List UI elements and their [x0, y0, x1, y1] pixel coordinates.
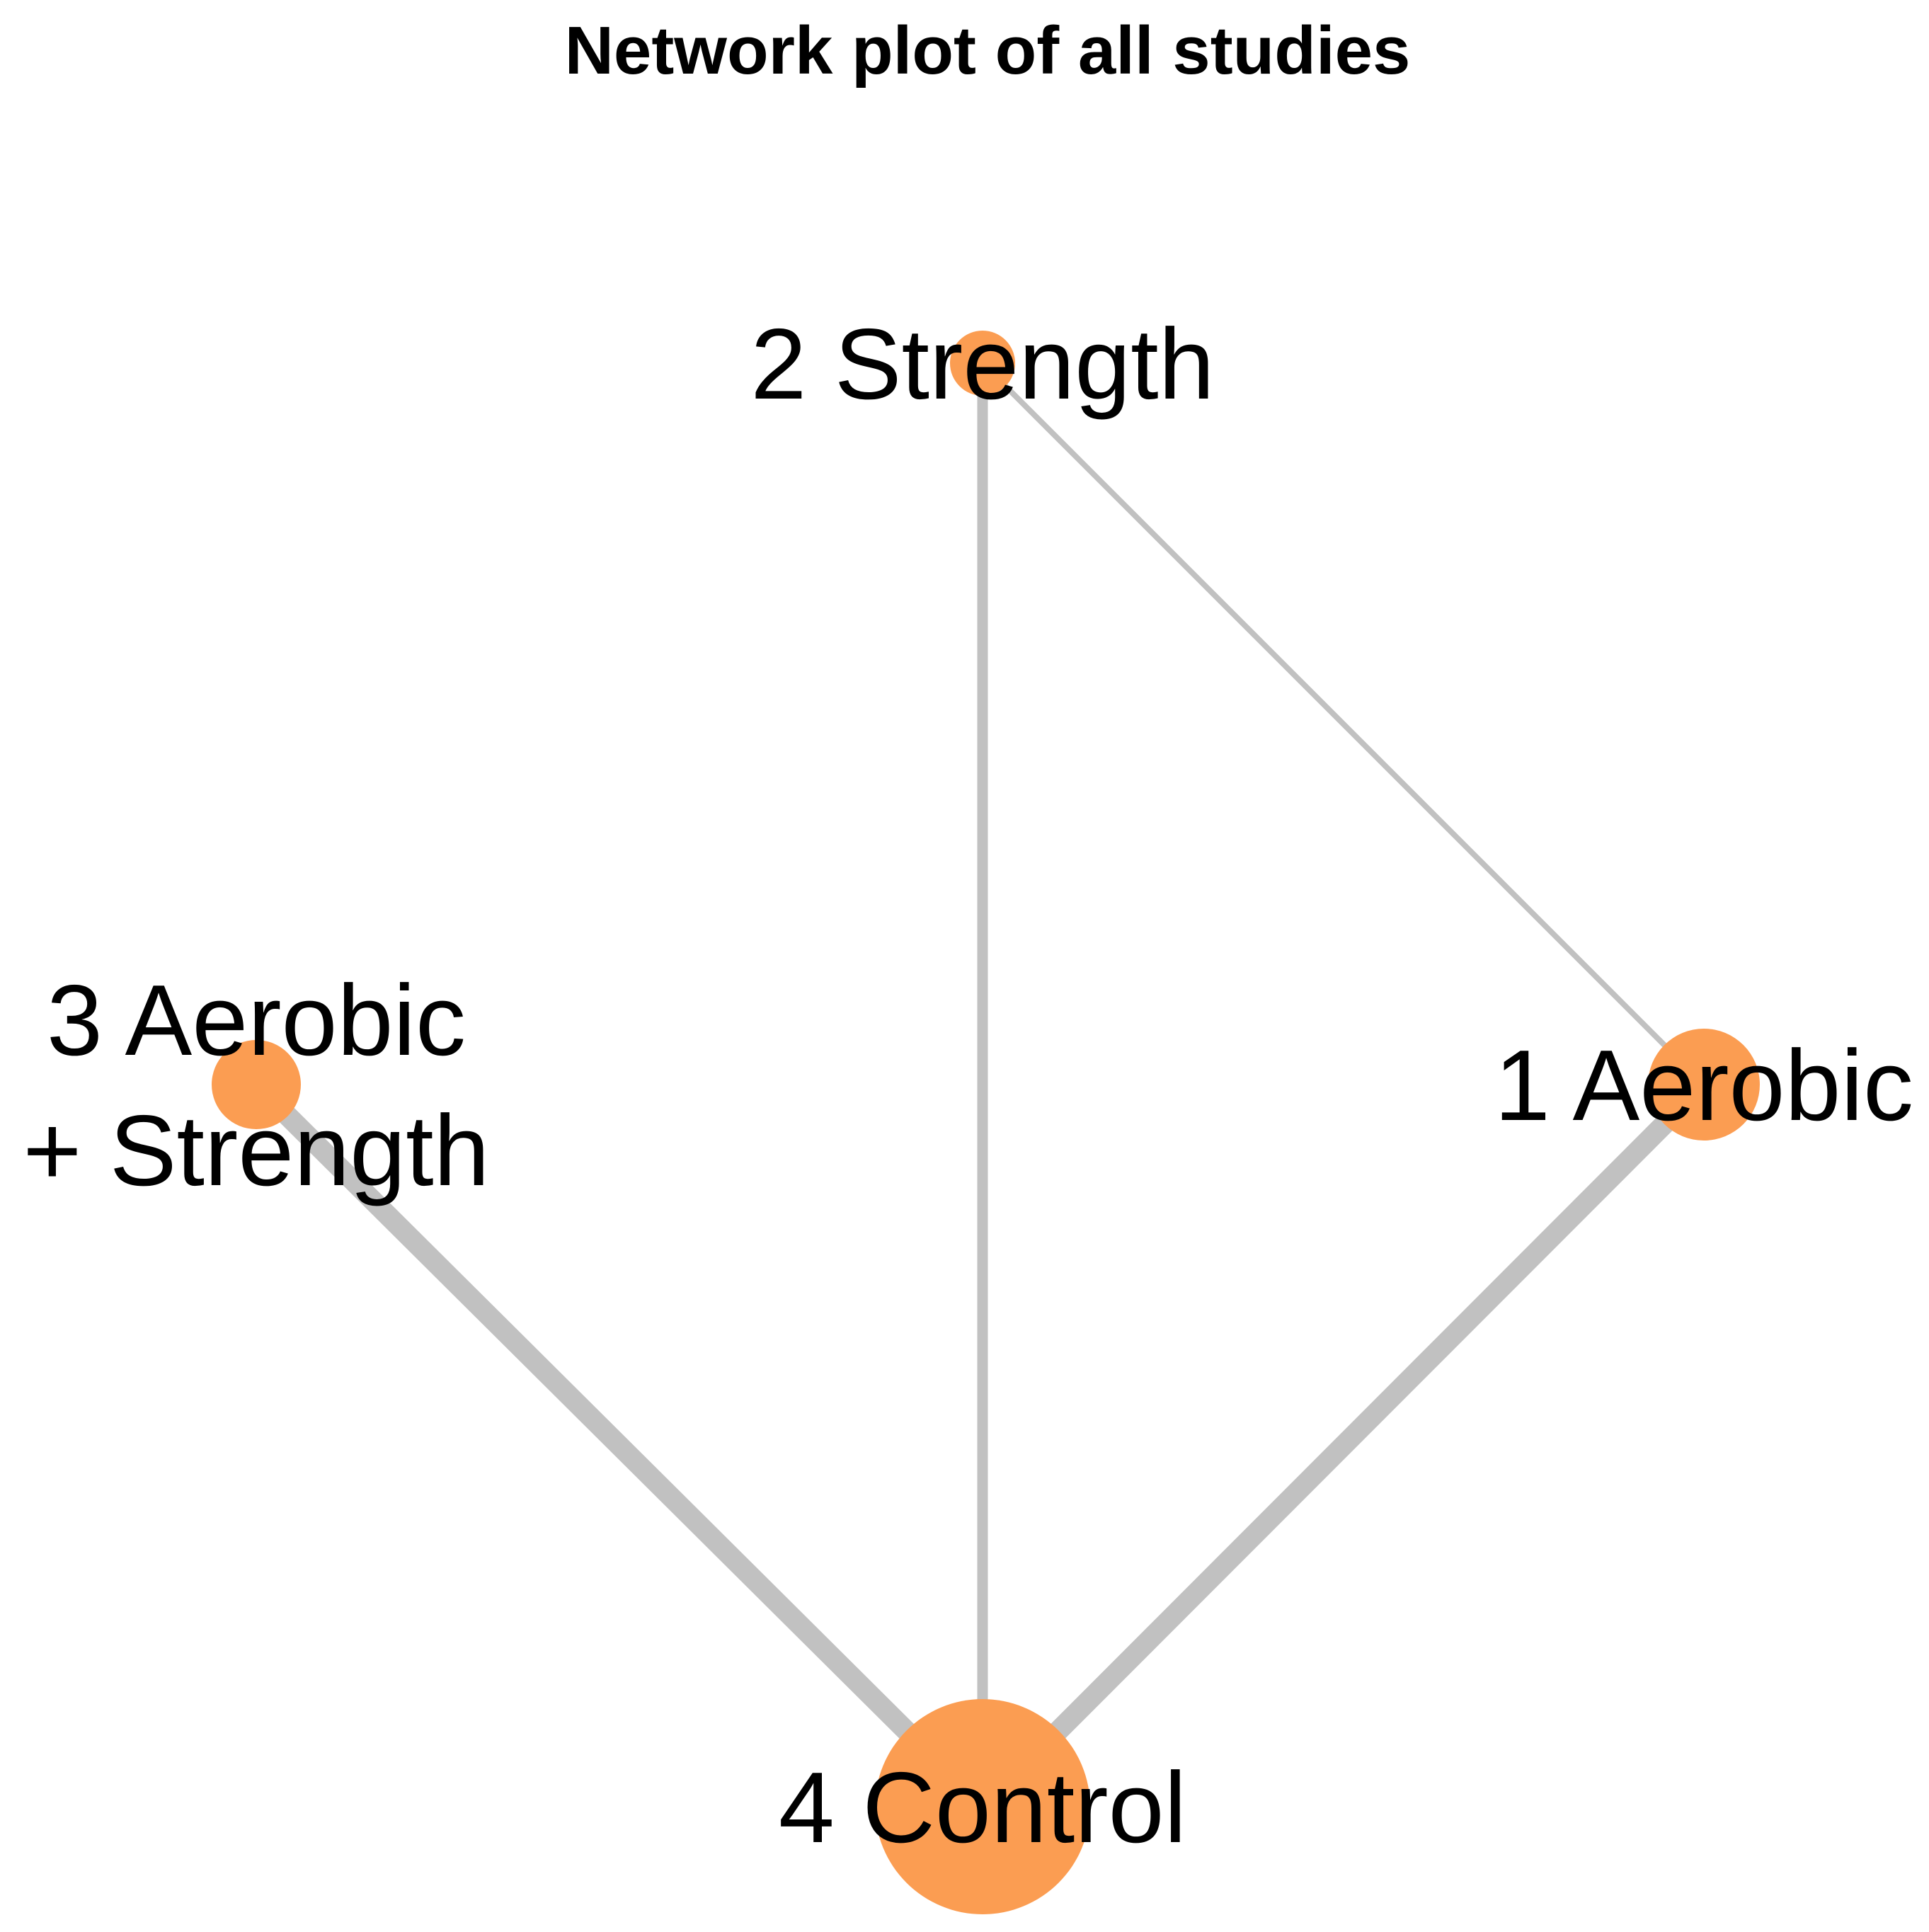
node-aerobic	[1648, 1029, 1760, 1141]
node-label-control: 4 Control	[779, 1751, 1186, 1864]
node-label-aerobic-plus-strength-line2: + Strength	[23, 1094, 489, 1207]
node-strength	[950, 331, 1015, 396]
edges-layer	[248, 361, 1712, 1814]
labels-layer: 2 Strength 1 Aerobic 3 Aerobic + Strength 4 …	[23, 308, 1913, 1864]
edge-aerobic-plus-strength-control	[248, 1077, 990, 1814]
node-label-strength: 2 Strength	[750, 308, 1214, 421]
node-control	[875, 1699, 1090, 1914]
nodes-layer	[212, 331, 1760, 1914]
plot-title: Network plot of all studies	[565, 13, 1411, 88]
edge-aerobic-control	[975, 1077, 1712, 1814]
edge-strength-aerobic	[980, 361, 1706, 1087]
node-label-aerobic-plus-strength-line1: 3 Aerobic	[47, 964, 466, 1077]
node-label-aerobic: 1 Aerobic	[1494, 1029, 1913, 1142]
node-aerobic-plus-strength	[212, 1040, 301, 1129]
